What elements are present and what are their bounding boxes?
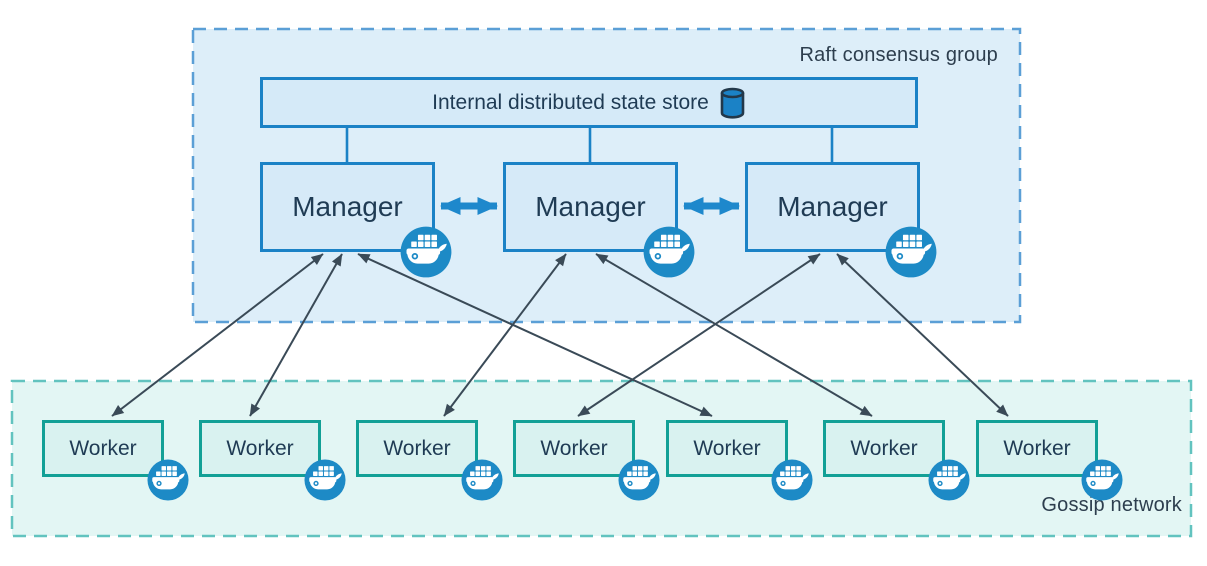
arrow-m2-w3 (443, 253, 567, 417)
state-store-box: Internal distributed state store (260, 77, 918, 128)
arrow-m3-w7 (836, 253, 1009, 417)
database-icon (720, 87, 745, 119)
store-manager-links (345, 128, 834, 162)
worker-box-4: Worker (513, 420, 635, 477)
worker-label: Worker (226, 436, 294, 460)
docker-whale-icon (461, 459, 503, 501)
worker-label: Worker (850, 436, 918, 460)
arrow-m3-w4 (577, 253, 821, 417)
docker-whale-icon (1081, 459, 1123, 501)
worker-box-1: Worker (42, 420, 164, 477)
manager-label: Manager (535, 191, 646, 222)
state-store-label: Internal distributed state store (432, 90, 709, 114)
manager-label: Manager (292, 191, 403, 222)
worker-label: Worker (69, 436, 137, 460)
worker-label: Worker (383, 436, 451, 460)
worker-label: Worker (540, 436, 608, 460)
worker-label: Worker (693, 436, 761, 460)
arrow-m1-w2 (249, 253, 343, 417)
gossip-network-label: Gossip network (1041, 494, 1182, 516)
docker-whale-icon (618, 459, 660, 501)
manager-worker-arrows (111, 253, 1009, 417)
raft-group-label: Raft consensus group (799, 44, 998, 66)
worker-box-7: Worker (976, 420, 1098, 477)
worker-label: Worker (1003, 436, 1071, 460)
docker-whale-icon (928, 459, 970, 501)
docker-whale-icon (304, 459, 346, 501)
docker-whale-icon (885, 226, 937, 278)
docker-whale-icon (147, 459, 189, 501)
docker-whale-icon (771, 459, 813, 501)
docker-whale-icon (643, 226, 695, 278)
docker-whale-icon (400, 226, 452, 278)
worker-box-3: Worker (356, 420, 478, 477)
worker-box-2: Worker (199, 420, 321, 477)
manager-label: Manager (777, 191, 888, 222)
worker-box-5: Worker (666, 420, 788, 477)
worker-box-6: Worker (823, 420, 945, 477)
